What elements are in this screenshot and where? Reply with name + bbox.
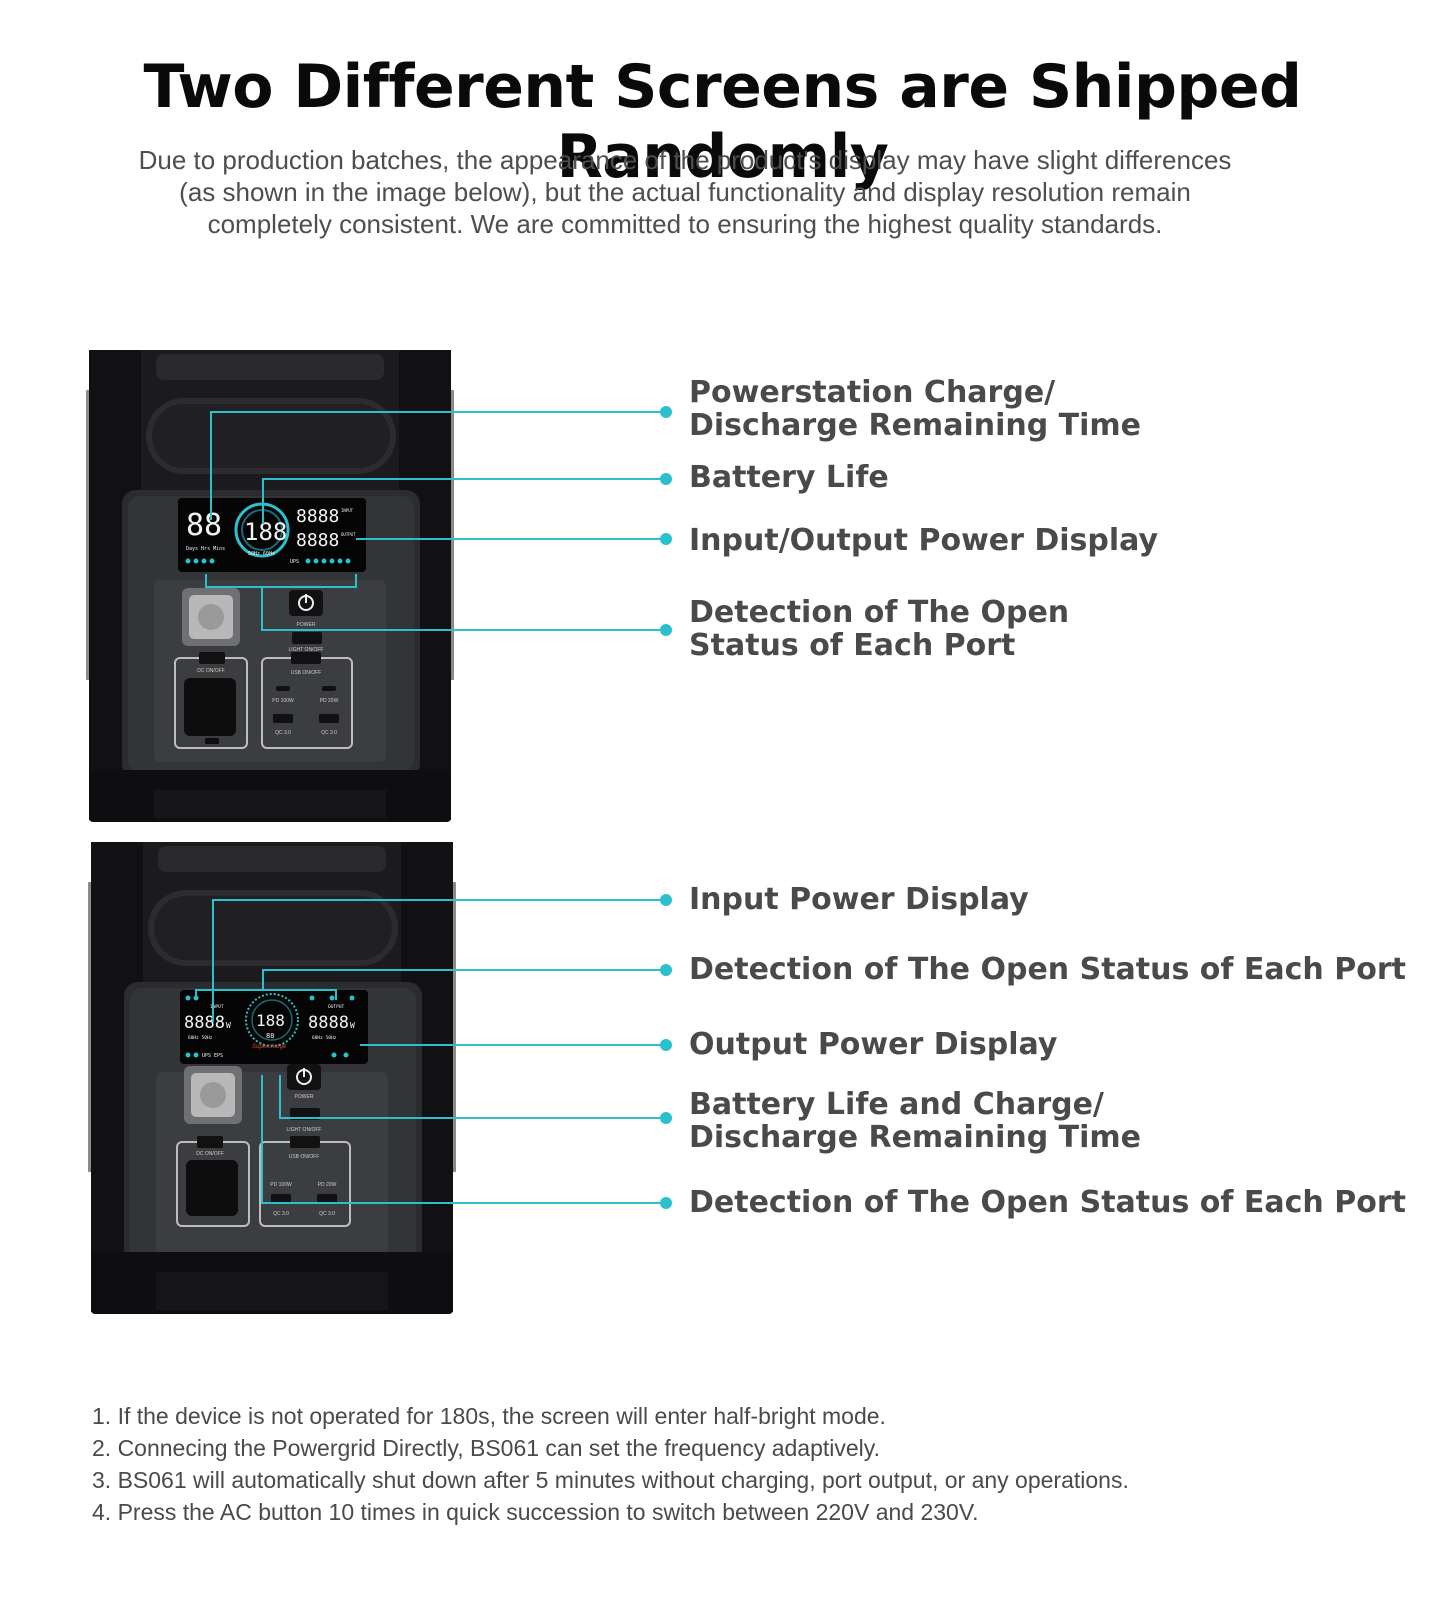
- callout-dot: [660, 406, 672, 418]
- note-item: 4. Press the AC button 10 times in quick…: [92, 1499, 979, 1525]
- callout-label-port-status-top: Detection of The Open Status of Each Por…: [689, 953, 1406, 986]
- device2-unit-left: W: [226, 1021, 231, 1030]
- label-line: Detection of The Open Status of Each Por…: [689, 952, 1406, 987]
- device2-freq-right: 60Hz 50Hz: [312, 1035, 337, 1041]
- label-line: Discharge Remaining Time: [689, 408, 1141, 443]
- device1-dc-label: DC ON/OFF: [197, 668, 225, 674]
- device2-dc-label: DC ON/OFF: [196, 1151, 224, 1157]
- device2-usb-label: USB ON/OFF: [289, 1154, 320, 1160]
- subtitle-line: (as shown in the image below), but the a…: [179, 177, 1191, 207]
- device1-usb-label: USB ON/OFF: [291, 670, 322, 676]
- label-line: Battery Life: [689, 460, 889, 495]
- notes-list: 1. If the device is not operated for 180…: [92, 1400, 1129, 1528]
- callout-label-input-power: Input Power Display: [689, 883, 1029, 916]
- device2-qc2-label: QC 3.0: [319, 1211, 335, 1217]
- callout-dot: [660, 964, 672, 976]
- device2-time: 88: [266, 1032, 274, 1040]
- device1-pd100-label: PD 100W: [272, 698, 294, 704]
- callout-label-io-power: Input/Output Power Display: [689, 524, 1158, 557]
- device2-output-tag: OUTPUT: [328, 1004, 345, 1010]
- note-item: 3. BS061 will automatically shut down af…: [92, 1467, 1129, 1493]
- callout-label-charge-time: Powerstation Charge/ Discharge Remaining…: [689, 376, 1141, 442]
- subtitle-line: Due to production batches, the appearanc…: [138, 145, 1232, 175]
- device2-input-tag: INPUT: [210, 1004, 224, 1010]
- device1-power-top: 8888: [296, 506, 339, 527]
- label-line: Input/Output Power Display: [689, 523, 1159, 558]
- label-line: Powerstation Charge/: [689, 375, 1056, 410]
- callout-dot: [660, 533, 672, 545]
- callout-label-output-power: Output Power Display: [689, 1028, 1057, 1061]
- device1-pd20-label: PD 20W: [320, 698, 339, 704]
- device2-light-label: LIGHT ON/OFF: [287, 1127, 322, 1133]
- device1-light-label: LIGHT ON/OFF: [289, 647, 324, 653]
- device1-time-units: Days Hrs Mins: [186, 546, 225, 552]
- device1-qc2-label: QC 3.0: [321, 730, 337, 736]
- page-subtitle: Due to production batches, the appearanc…: [0, 144, 1370, 240]
- note-item: 2. Connecing the Powergrid Directly, BS0…: [92, 1435, 880, 1461]
- label-line: Battery Life and Charge/: [689, 1087, 1104, 1122]
- label-line: Output Power Display: [689, 1027, 1058, 1062]
- device1-output-tag: OUTPUT: [341, 532, 356, 537]
- device1-percent: 188: [244, 518, 287, 546]
- label-line: Detection of The Open: [689, 595, 1070, 630]
- page-title: Two Different Screens are Shipped Random…: [143, 52, 1302, 192]
- label-line: Input Power Display: [689, 882, 1029, 917]
- callout-dot: [660, 1197, 672, 1209]
- callout-dot: [660, 624, 672, 636]
- device1-power-label: POWER: [297, 622, 316, 628]
- device2-unit-right: W: [350, 1021, 355, 1030]
- device1-freq: 50Hz 60Hz: [248, 551, 275, 557]
- note-item: 1. If the device is not operated for 180…: [92, 1403, 886, 1429]
- device2-power-label: POWER: [295, 1094, 314, 1100]
- device1-ups: UPS: [290, 559, 299, 565]
- callout-dot: [660, 473, 672, 485]
- device2-freq-left: 60Hz 50Hz: [188, 1035, 213, 1041]
- device1-power-bottom: 8888: [296, 530, 339, 551]
- label-line: Detection of The Open Status of Each Por…: [689, 1185, 1406, 1220]
- device2-brand: Supercharge: [252, 1044, 287, 1050]
- callout-label-port-status: Detection of The Open Status of Each Por…: [689, 596, 1069, 662]
- callout-dot: [660, 1112, 672, 1124]
- device2-ups: UPS EPS: [202, 1053, 223, 1059]
- callout-label-port-status-bottom: Detection of The Open Status of Each Por…: [689, 1186, 1406, 1219]
- label-line: Status of Each Port: [689, 628, 1016, 663]
- device2-pd100-label: PD 100W: [270, 1182, 292, 1188]
- subtitle-line: completely consistent. We are committed …: [207, 209, 1163, 239]
- device1-input-tag: INPUT: [341, 508, 354, 513]
- device1-hours: 88: [186, 508, 222, 543]
- device2-output-value: 8888: [308, 1013, 349, 1033]
- callout-dot: [660, 894, 672, 906]
- callout-dot: [660, 1039, 672, 1051]
- device2-percent: 188: [256, 1011, 285, 1030]
- callout-label-battery-life: Battery Life: [689, 461, 889, 494]
- label-line: Discharge Remaining Time: [689, 1120, 1141, 1155]
- device2-qc1-label: QC 3.0: [273, 1211, 289, 1217]
- device1-qc1-label: QC 3.0: [275, 730, 291, 736]
- callout-label-battery-charge-time: Battery Life and Charge/ Discharge Remai…: [689, 1088, 1141, 1154]
- device2-input-value: 8888: [184, 1013, 225, 1033]
- device2-pd20-label: PD 20W: [318, 1182, 337, 1188]
